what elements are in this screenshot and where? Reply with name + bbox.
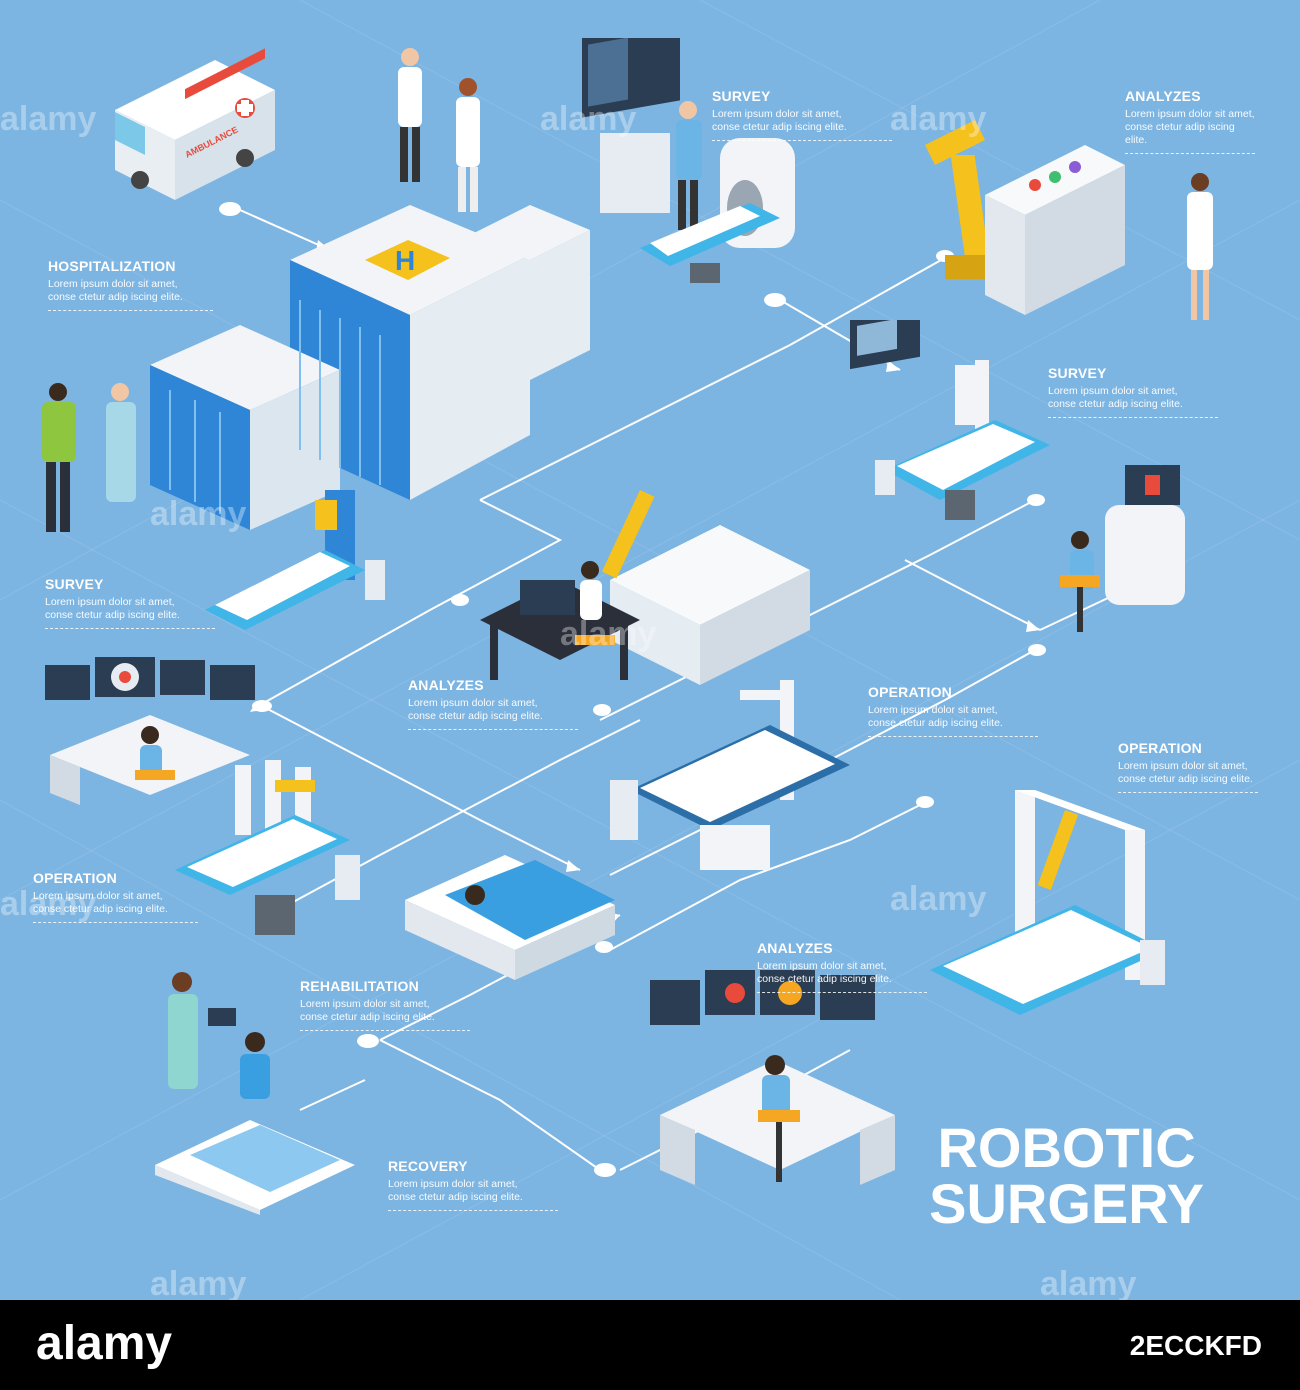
step-title: OPERATION [1118, 740, 1202, 756]
stock-logo: alamy [36, 1317, 173, 1370]
dashed-rule [33, 922, 198, 923]
helipad-letter: H [395, 245, 415, 276]
watermark: alamy [150, 495, 247, 533]
robot-operation-table-illustration [610, 680, 850, 870]
dashed-rule [300, 1030, 470, 1031]
step-description: Lorem ipsum dolor sit amet,conse ctetur … [45, 596, 180, 621]
step-operation-triarm: OPERATION Lorem ipsum dolor sit amet,con… [33, 870, 198, 923]
watermark: alamy [0, 100, 97, 138]
step-description: Lorem ipsum dolor sit amet,conse ctetur … [1118, 760, 1253, 785]
tri-arm-operation-illustration [175, 760, 360, 935]
flow-connectors [0, 0, 1300, 1300]
step-analyzes-desk: ANALYZES Lorem ipsum dolor sit amet,cons… [408, 677, 578, 730]
step-title: ANALYZES [408, 677, 484, 693]
step-description: Lorem ipsum dolor sit amet,conse ctetur … [868, 704, 1003, 729]
dashed-rule [1125, 153, 1255, 154]
step-description: Lorem ipsum dolor sit amet,conse ctetur … [1048, 385, 1183, 410]
image-id: 2ECCKFD [1129, 1330, 1262, 1361]
step-analyzes-lab: ANALYZES Lorem ipsum dolor sit amet,cons… [757, 940, 927, 993]
control-console-survey-illustration [45, 657, 255, 805]
infographic-canvas: AMBULANCE H [0, 0, 1300, 1300]
step-description: Lorem ipsum dolor sit amet,conse ctetur … [48, 278, 183, 303]
gantry-robot-operation-illustration [930, 790, 1165, 1015]
step-survey-ultrasound: SURVEY Lorem ipsum dolor sit amet,conse … [1048, 365, 1218, 418]
step-title: ANALYZES [757, 940, 833, 956]
watermark: alamy [150, 1265, 247, 1300]
mri-survey-illustration [582, 38, 795, 283]
step-recovery: RECOVERY Lorem ipsum dolor sit amet,cons… [388, 1158, 558, 1211]
step-title: SURVEY [1048, 365, 1107, 381]
watermark: alamy [560, 615, 657, 653]
step-operation-table: OPERATION Lorem ipsum dolor sit amet,con… [868, 684, 1038, 737]
step-title: REHABILITATION [300, 978, 419, 994]
dashed-rule [388, 1210, 558, 1211]
patient-doctor-consult-illustration [42, 383, 136, 532]
step-title: RECOVERY [388, 1158, 468, 1174]
step-analyzes-robotic: ANALYZES Lorem ipsum dolor sit amet,cons… [1125, 88, 1255, 154]
dashed-rule [45, 628, 215, 629]
brand-title: ROBOTIC SURGERY [929, 1120, 1204, 1232]
step-description: Lorem ipsum dolor sit amet,conse ctetur … [1125, 108, 1255, 146]
dashed-rule [1048, 417, 1218, 418]
watermark: alamy [0, 885, 97, 923]
dashed-rule [1118, 792, 1258, 793]
brand-line-1: ROBOTIC [937, 1116, 1196, 1179]
robotic-analyzer-illustration [925, 120, 1125, 315]
step-hospitalization: HOSPITALIZATION Lorem ipsum dolor sit am… [48, 258, 213, 311]
dashed-rule [757, 992, 927, 993]
step-operation-gantry: OPERATION Lorem ipsum dolor sit amet,con… [1118, 740, 1258, 793]
step-title: HOSPITALIZATION [48, 258, 176, 274]
step-title: SURVEY [45, 576, 104, 592]
rehabilitation-bed-illustration [405, 855, 615, 980]
stock-footer-bar: alamy 2ECCKFD [0, 1300, 1300, 1390]
watermark: alamy [890, 880, 987, 918]
step-description: Lorem ipsum dolor sit amet,conse ctetur … [388, 1178, 523, 1203]
ambulance-illustration: AMBULANCE [115, 48, 275, 200]
step-title: ANALYZES [1125, 88, 1201, 104]
step-description: Lorem ipsum dolor sit amet,conse ctetur … [757, 960, 892, 985]
watermark: alamy [890, 100, 987, 138]
recovery-room-illustration [155, 972, 355, 1215]
watermark: alamy [1040, 1265, 1137, 1300]
step-survey-scanner: SURVEY Lorem ipsum dolor sit amet,conse … [45, 576, 215, 629]
ultrasound-survey-illustration [850, 320, 1050, 520]
dashed-rule [408, 729, 578, 730]
step-rehabilitation: REHABILITATION Lorem ipsum dolor sit ame… [300, 978, 470, 1031]
lab-technician-illustration [1187, 173, 1213, 320]
lab-analysis-console-illustration [650, 970, 895, 1185]
step-survey-mri: SURVEY Lorem ipsum dolor sit amet,conse … [712, 88, 892, 141]
step-title: OPERATION [33, 870, 117, 886]
doctors-handshake-illustration [398, 48, 480, 212]
hospital-building-illustration: H [150, 205, 590, 530]
analyzes-desk-illustration [480, 490, 810, 685]
dashed-rule [868, 736, 1038, 737]
step-description: Lorem ipsum dolor sit amet,conse ctetur … [300, 998, 435, 1023]
monitoring-operator-illustration [1060, 465, 1185, 632]
step-description: Lorem ipsum dolor sit amet,conse ctetur … [408, 697, 543, 722]
step-title: SURVEY [712, 88, 771, 104]
step-description: Lorem ipsum dolor sit amet,conse ctetur … [712, 108, 847, 133]
scanner-bed-survey-illustration [205, 490, 385, 630]
step-description: Lorem ipsum dolor sit amet,conse ctetur … [33, 890, 168, 915]
dashed-rule [712, 140, 892, 141]
watermark: alamy [540, 100, 637, 138]
dashed-rule [48, 310, 213, 311]
brand-line-2: SURGERY [929, 1172, 1204, 1235]
step-title: OPERATION [868, 684, 952, 700]
